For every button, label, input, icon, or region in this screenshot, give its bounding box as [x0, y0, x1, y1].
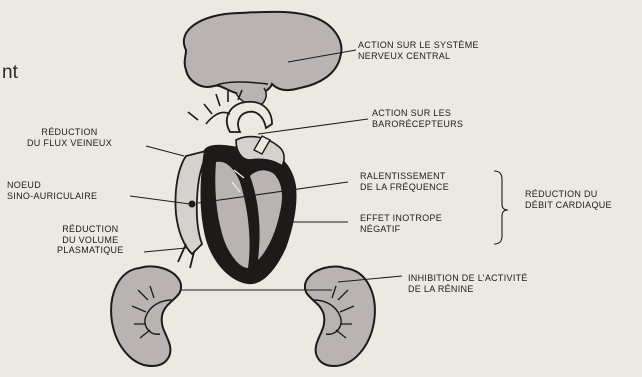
label-cardiac-output-reduction: RÉDUCTION DU DÉBIT CARDIAQUE — [525, 189, 612, 210]
label-line: EFFET INOTROPE — [360, 213, 442, 224]
label-venous-flow-reduction: RÉDUCTION DU FLUX VEINEUX — [27, 127, 112, 148]
label-line: DU VOLUME — [57, 235, 124, 246]
label-line: ACTION SUR LES — [372, 108, 463, 119]
label-rate-slowing: RALENTISSEMENT DE LA FRÉQUENCE — [360, 171, 449, 192]
label-line: DÉBIT CARDIAQUE — [525, 200, 612, 211]
label-line: NERVEUX CENTRAL — [358, 51, 479, 62]
left-kidney-illustration — [111, 267, 181, 367]
label-line: RALENTISSEMENT — [360, 171, 449, 182]
label-sa-node: NOEUD SINO-AURICULAIRE — [7, 180, 97, 201]
label-line: ACTION SUR LE SYSTÈME — [358, 40, 479, 51]
label-line: RÉDUCTION — [27, 127, 112, 138]
label-negative-inotropic-effect: EFFET INOTROPE NÉGATIF — [360, 213, 442, 234]
label-line: DE LA RÉNINE — [408, 284, 528, 295]
label-line: SINO-AURICULAIRE — [7, 191, 97, 202]
heart-illustration — [175, 90, 296, 284]
label-line: RÉDUCTION — [57, 224, 124, 235]
label-renin-inhibition: INHIBITION DE L’ACTIVITÉ DE LA RÉNINE — [408, 273, 528, 294]
label-line: BARORÉCEPTEURS — [372, 119, 463, 130]
brain-illustration — [184, 12, 342, 105]
label-plasma-volume-reduction: RÉDUCTION DU VOLUME PLASMATIQUE — [57, 224, 124, 256]
label-line: INHIBITION DE L’ACTIVITÉ — [408, 273, 528, 284]
label-line: NOEUD — [7, 180, 97, 191]
label-line: NÉGATIF — [360, 224, 442, 235]
label-baroreceptors-action: ACTION SUR LES BARORÉCEPTEURS — [372, 108, 463, 129]
label-line: PLASMATIQUE — [57, 245, 124, 256]
label-line: DU FLUX VEINEUX — [27, 138, 112, 149]
label-line: RÉDUCTION DU — [525, 189, 612, 200]
label-cns-action: ACTION SUR LE SYSTÈME NERVEUX CENTRAL — [358, 40, 479, 61]
label-line: DE LA FRÉQUENCE — [360, 182, 449, 193]
